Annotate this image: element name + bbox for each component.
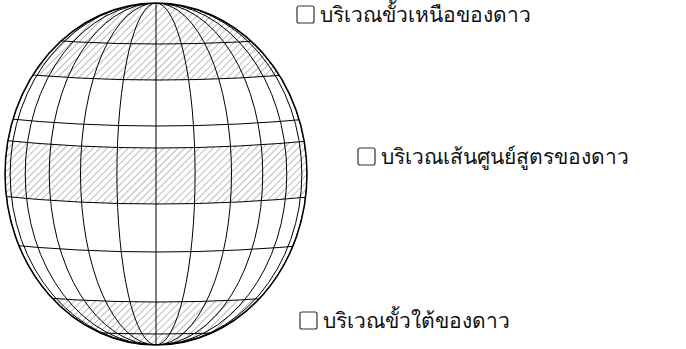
option-label: บริเวณขั้วเหนือของดาว [320, 2, 531, 28]
option-label: บริเวณเส้นศูนย์สูตรของดาว [381, 144, 629, 170]
checkbox [358, 148, 375, 165]
option-label: บริเวณขั้วใต้ของดาว [323, 308, 510, 334]
globe-grid [0, 3, 320, 345]
checkbox [297, 6, 314, 23]
checkbox [300, 312, 317, 329]
globe-outline [5, 3, 307, 345]
hatched-bands [0, 0, 320, 349]
